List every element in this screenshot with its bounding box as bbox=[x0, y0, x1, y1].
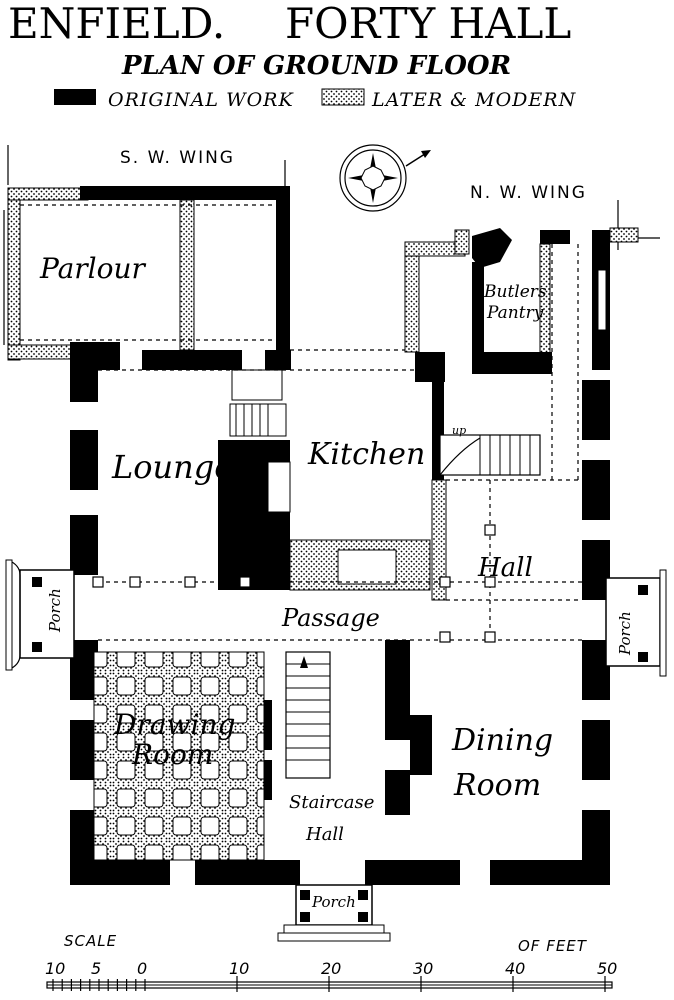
south-porch bbox=[277, 884, 391, 942]
scale-bar bbox=[46, 976, 613, 992]
room-dining-line2: Room bbox=[453, 768, 541, 803]
room-drawing-line2: Room bbox=[131, 738, 213, 771]
title-left: ENFIELD. bbox=[8, 0, 225, 48]
porch-west-label: Porch bbox=[46, 588, 64, 633]
porch-south-label: Porch bbox=[311, 893, 356, 911]
scale-number: 50 bbox=[597, 959, 617, 978]
hall-staircase bbox=[439, 434, 541, 476]
room-passage: Passage bbox=[281, 604, 380, 632]
legend-original-label: ORIGINAL WORK bbox=[108, 89, 294, 111]
main-walls bbox=[70, 342, 610, 885]
scale-number: 30 bbox=[413, 959, 433, 978]
room-staircase-line2: Hall bbox=[305, 824, 344, 845]
scale-units-label: OF FEET bbox=[518, 937, 588, 955]
main-staircase bbox=[285, 651, 331, 779]
scale-number: 10 bbox=[45, 959, 65, 978]
legend-later-swatch bbox=[321, 88, 365, 106]
room-lounge: Lounge bbox=[111, 448, 233, 486]
title-right: FORTY HALL bbox=[285, 0, 571, 48]
sw-wing bbox=[3, 186, 290, 366]
subtitle: PLAN OF GROUND FLOOR bbox=[121, 51, 511, 81]
porch-east-label: Porch bbox=[616, 611, 634, 656]
passage-posts bbox=[92, 524, 496, 643]
east-porch bbox=[605, 569, 667, 677]
nw-wing bbox=[404, 227, 639, 480]
scale-number: 5 bbox=[91, 959, 101, 978]
scale-label: SCALE bbox=[64, 932, 117, 950]
room-staircase-line1: Staircase bbox=[289, 792, 374, 813]
legend-later-label: LATER & MODERN bbox=[371, 89, 577, 111]
sw-wing-label: S. W. WING bbox=[120, 148, 235, 168]
scale-number: 10 bbox=[229, 959, 249, 978]
up-label: up bbox=[452, 424, 466, 437]
nw-wing-label: N. W. WING bbox=[470, 183, 587, 203]
scale-number: 0 bbox=[137, 959, 147, 978]
room-dining-line1: Dining bbox=[451, 723, 553, 758]
scale-number: 40 bbox=[505, 959, 525, 978]
room-drawing-line1: Drawing bbox=[113, 708, 235, 741]
west-porch bbox=[5, 559, 75, 671]
room-butlers-line1: Butlers bbox=[483, 282, 547, 302]
room-butlers-line2: Pantry bbox=[486, 303, 544, 323]
room-parlour: Parlour bbox=[39, 252, 147, 285]
scale-number: 20 bbox=[321, 959, 341, 978]
legend-original-swatch bbox=[54, 89, 96, 105]
compass-rose-icon bbox=[339, 144, 431, 212]
room-kitchen: Kitchen bbox=[307, 437, 425, 472]
drawing-room-floor bbox=[93, 651, 265, 861]
room-hall: Hall bbox=[477, 553, 533, 583]
